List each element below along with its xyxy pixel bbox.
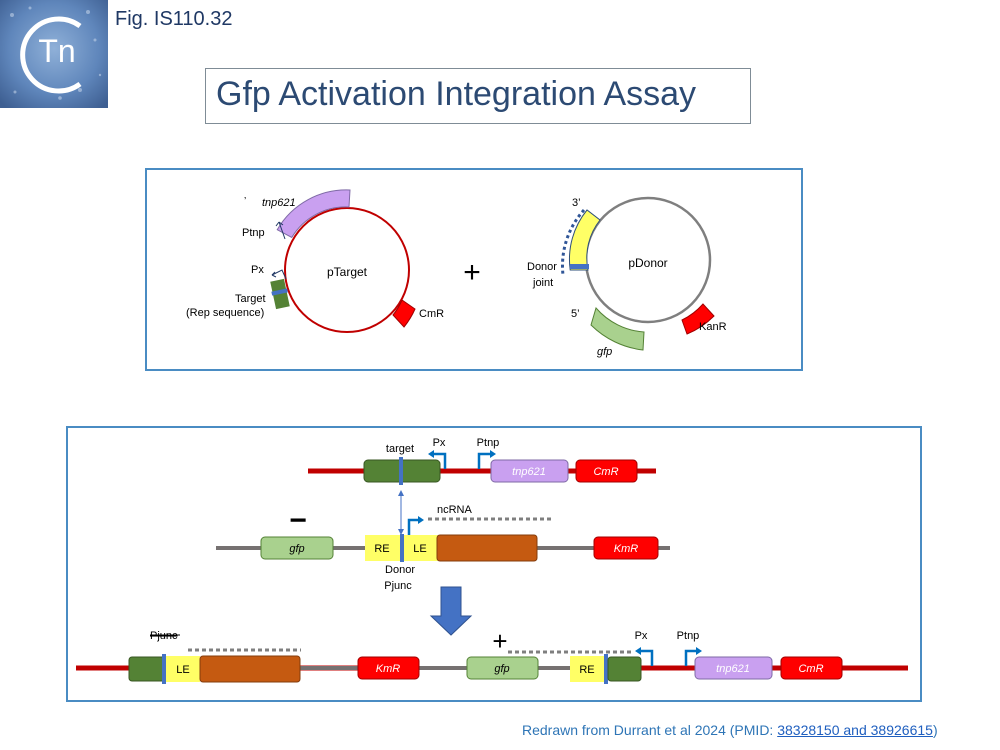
pdonor-gfp-gene bbox=[590, 306, 645, 351]
bot-cmr-label: CmR bbox=[798, 663, 823, 675]
citation-prefix: Redrawn from Durrant et al 2024 (PMID: bbox=[522, 722, 778, 738]
ptnp-arrow bbox=[278, 221, 286, 240]
mid-le-block bbox=[404, 535, 438, 561]
tn-logo: Tn bbox=[0, 0, 108, 108]
bot-kmr-label: KmR bbox=[376, 663, 401, 675]
bot-joint-right bbox=[604, 654, 608, 684]
top-cmr-label: CmR bbox=[593, 466, 618, 478]
tnp621-gene bbox=[276, 189, 351, 239]
ncrna-label: ncRNA bbox=[437, 504, 473, 516]
bot-gfp-gene bbox=[466, 656, 539, 680]
ptarget-plasmid: pTarget ’ tnp621 Ptnp Px Target (Rep seq… bbox=[186, 189, 444, 333]
page-title: Gfp Activation Integration Assay bbox=[216, 75, 697, 113]
px-arrow bbox=[271, 269, 287, 280]
donor-dotted-arc bbox=[561, 208, 586, 276]
target-core bbox=[271, 288, 288, 296]
top-tnp621-label: tnp621 bbox=[512, 466, 546, 478]
three-prime-label: 3’ bbox=[572, 197, 581, 209]
figure-label: Fig. IS110.32 bbox=[115, 8, 233, 30]
mid-re-label: RE bbox=[374, 543, 389, 555]
bot-pjunc-label: Pjunc bbox=[150, 630, 178, 642]
donor-row: gfp RE LE KmR ncRNA Donor Pjunc bbox=[216, 504, 670, 592]
bot-le-label: LE bbox=[176, 664, 189, 676]
ptnp-label: Ptnp bbox=[242, 227, 265, 239]
mid-gfp-label: gfp bbox=[289, 543, 304, 555]
px-label: Px bbox=[251, 264, 264, 276]
bot-target-left bbox=[128, 656, 166, 682]
product-row: LE KmR gfp RE tnp621 CmR Pjunc Px bbox=[76, 630, 908, 684]
citation-suffix: ) bbox=[932, 722, 938, 738]
bot-gfp-label: gfp bbox=[494, 663, 509, 675]
bot-ptnp-arrow bbox=[684, 649, 696, 666]
pairing-arrow bbox=[398, 490, 404, 535]
joint-label: joint bbox=[532, 277, 553, 289]
top-target-label: target bbox=[386, 443, 414, 455]
mid-donor-label: Donor bbox=[385, 564, 415, 576]
pdonor-gfp-label: gfp bbox=[597, 346, 612, 358]
mid-re-block bbox=[365, 535, 401, 561]
top-ptnp-arrow bbox=[477, 452, 490, 469]
mid-kmr-gene bbox=[593, 536, 659, 560]
logo-text: Tn bbox=[38, 33, 75, 69]
donor-label: Donor bbox=[527, 261, 557, 273]
bot-orange-block bbox=[199, 655, 301, 683]
svg-text:’: ’ bbox=[244, 196, 246, 207]
mid-pjunc-arrow bbox=[407, 518, 418, 535]
cmr-label: CmR bbox=[419, 308, 444, 320]
bot-ptnp-label: Ptnp bbox=[677, 630, 700, 642]
mid-gfp-gene bbox=[260, 536, 334, 560]
pdonor-plasmid: pDonor 3’ Donor joint 5’ gfp KanR bbox=[527, 196, 727, 358]
top-tnp621-gene bbox=[490, 459, 569, 483]
target-label: Target bbox=[235, 293, 266, 305]
cmr-gene bbox=[392, 299, 416, 328]
top-ptnp-label: Ptnp bbox=[477, 437, 500, 449]
kanr-gene bbox=[681, 303, 715, 335]
top-cmr-gene bbox=[575, 459, 638, 483]
integration-panel: tnp621 CmR target Px Ptnp − gfp RE bbox=[66, 426, 922, 702]
mid-kmr-label: KmR bbox=[614, 543, 639, 555]
ptarget-backbone bbox=[284, 207, 410, 333]
donor-ends-block bbox=[569, 209, 601, 271]
plus-sign-result: + bbox=[492, 626, 507, 656]
bot-re-block bbox=[570, 656, 604, 682]
top-px-arrow bbox=[433, 452, 447, 469]
target-row: tnp621 CmR target Px Ptnp bbox=[308, 437, 656, 485]
bot-le-block bbox=[166, 656, 200, 682]
title-box: Gfp Activation Integration Assay bbox=[205, 68, 751, 124]
bot-joint-left bbox=[162, 654, 166, 684]
integration-arrow bbox=[429, 586, 473, 636]
kanr-label: KanR bbox=[699, 321, 727, 333]
five-prime-label: 5’ bbox=[571, 308, 580, 320]
top-target-core bbox=[399, 457, 403, 485]
plus-sign-plasmids: + bbox=[463, 256, 481, 289]
rep-sequence-label: (Rep sequence) bbox=[186, 307, 264, 319]
bot-re-label: RE bbox=[579, 664, 594, 676]
citation: Redrawn from Durrant et al 2024 (PMID: 3… bbox=[522, 722, 938, 738]
bot-tnp621-gene bbox=[694, 656, 773, 680]
mid-joint-core bbox=[400, 534, 404, 562]
pmid-link[interactable]: 38328150 and 38926615 bbox=[777, 722, 933, 738]
tnp621-label: tnp621 bbox=[262, 197, 296, 209]
bot-kmr-gene bbox=[357, 656, 420, 680]
minus-sign: − bbox=[289, 504, 307, 537]
mid-le-label: LE bbox=[413, 543, 426, 555]
mid-orange-block bbox=[436, 534, 538, 562]
bot-tnp621-label: tnp621 bbox=[716, 663, 750, 675]
bot-px-arrow bbox=[640, 649, 654, 666]
mid-pjunc-label: Pjunc bbox=[384, 580, 412, 592]
donor-joint-block bbox=[570, 264, 589, 269]
top-px-label: Px bbox=[433, 437, 446, 449]
pdonor-label: pDonor bbox=[628, 256, 667, 270]
bot-target-right bbox=[607, 656, 642, 682]
ptarget-label: pTarget bbox=[327, 265, 368, 279]
bot-px-label: Px bbox=[635, 630, 648, 642]
plasmid-panel: pTarget ’ tnp621 Ptnp Px Target (Rep seq… bbox=[145, 168, 803, 371]
bot-cmr-gene bbox=[780, 656, 843, 680]
